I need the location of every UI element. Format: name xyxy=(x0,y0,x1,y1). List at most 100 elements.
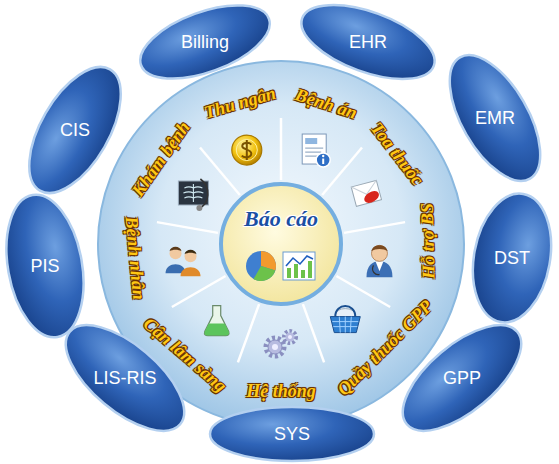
doctor-icon xyxy=(371,245,387,261)
center-disc xyxy=(283,252,315,280)
module-name: Billing xyxy=(181,32,229,53)
module-ellipse: Billing xyxy=(133,0,277,114)
ellipse-shape xyxy=(0,190,121,342)
module-ellipse: CIS xyxy=(1,56,149,204)
module-name: LIS-RIS xyxy=(93,368,156,389)
basket-icon xyxy=(330,317,360,333)
center-disc xyxy=(294,264,298,278)
basket-icon xyxy=(332,317,358,333)
gears-icon xyxy=(266,331,296,356)
doctor-icon xyxy=(371,245,387,251)
doctor-icon xyxy=(366,245,392,277)
flask-icon xyxy=(204,324,229,336)
gears-icon xyxy=(284,331,296,343)
center-disc xyxy=(287,268,291,278)
coin-icon xyxy=(232,135,262,165)
module-name: CIS xyxy=(60,120,90,141)
center-disc xyxy=(219,182,343,306)
patients-icon xyxy=(181,267,201,276)
gears-icon xyxy=(272,344,278,350)
center-disc xyxy=(246,251,276,281)
gears-icon xyxy=(266,338,284,356)
basket-icon xyxy=(330,306,360,333)
doctor-icon xyxy=(375,261,383,271)
doctor-icon xyxy=(366,261,392,277)
xray-icon xyxy=(196,205,202,211)
sector-divider xyxy=(280,118,283,180)
doctor-icon xyxy=(373,265,380,274)
module-ellipse: DST xyxy=(443,189,559,327)
coin-icon xyxy=(232,135,262,165)
ellipse-shape xyxy=(11,52,140,207)
xray-icon xyxy=(199,179,207,208)
module-ellipse: EMR xyxy=(421,44,559,192)
module-name: EMR xyxy=(475,108,515,129)
prescription-icon xyxy=(362,189,381,206)
sector-divider xyxy=(238,304,259,362)
ellipse-shape xyxy=(206,348,378,464)
center-disc xyxy=(286,256,313,266)
patients-icon xyxy=(166,247,201,276)
record-icon xyxy=(302,134,326,164)
sector-divider xyxy=(157,118,405,362)
gears-icon xyxy=(268,340,282,354)
record-icon xyxy=(305,138,317,144)
xray-icon xyxy=(183,184,203,202)
flask-icon xyxy=(204,306,229,336)
patients-icon xyxy=(170,247,182,252)
ellipse-shape xyxy=(292,0,444,94)
module-ellipse: PIS xyxy=(0,190,121,342)
basket-icon xyxy=(335,306,355,317)
flask-icon xyxy=(204,306,229,336)
prescription-icon xyxy=(351,180,381,206)
sector-divider xyxy=(344,222,405,233)
sector-title: Hệ thống xyxy=(246,381,316,402)
sector-divider xyxy=(157,222,218,233)
coin-icon xyxy=(236,140,257,161)
ellipse-shape xyxy=(463,187,559,328)
record-icon xyxy=(302,134,330,167)
center-disc xyxy=(221,184,341,304)
module-ellipse: EHR xyxy=(294,0,442,116)
ellipse-shape xyxy=(210,407,374,461)
xray-icon xyxy=(178,181,208,205)
gears-icon xyxy=(286,333,295,342)
module-name: SYS xyxy=(274,424,310,445)
sector-divider xyxy=(172,276,226,307)
module-name: GPP xyxy=(443,368,481,389)
center-circle: Báo cáo xyxy=(219,182,343,306)
sector-label: Hệ thống xyxy=(244,381,318,402)
sector-label: Hỗ trợ BS xyxy=(417,201,439,281)
module-name: PIS xyxy=(30,256,59,277)
gears-icon xyxy=(288,335,292,339)
module-ellipse: GPP xyxy=(386,302,538,454)
sector-divider xyxy=(303,304,324,362)
ellipse-shape xyxy=(133,0,277,114)
patients-icon xyxy=(185,250,197,262)
coin-icon xyxy=(242,140,252,160)
record-icon xyxy=(322,159,324,165)
sector-title: Hỗ trợ BS xyxy=(417,203,439,279)
record-icon xyxy=(322,155,324,157)
sector-divider xyxy=(336,276,390,307)
patients-icon xyxy=(185,250,197,255)
prescription-icon xyxy=(351,180,381,206)
ellipse-shape xyxy=(0,189,94,344)
xray-icon xyxy=(178,179,208,211)
module-name: EHR xyxy=(349,32,387,53)
center-disc xyxy=(308,261,312,278)
ellipse-shape xyxy=(431,41,558,195)
sector-icons xyxy=(166,134,393,356)
prescription-icon xyxy=(351,180,381,206)
module-name: DST xyxy=(494,248,530,269)
record-icon xyxy=(316,153,330,167)
module-ellipse: SYS xyxy=(206,348,378,464)
ellipse-shape xyxy=(294,0,442,116)
ellipse-shape xyxy=(386,306,539,449)
center-disc xyxy=(254,266,276,281)
patients-icon xyxy=(170,247,182,259)
center-disc xyxy=(301,270,305,278)
ellipse-shape xyxy=(131,0,279,93)
center-title: Báo cáo xyxy=(244,206,318,231)
